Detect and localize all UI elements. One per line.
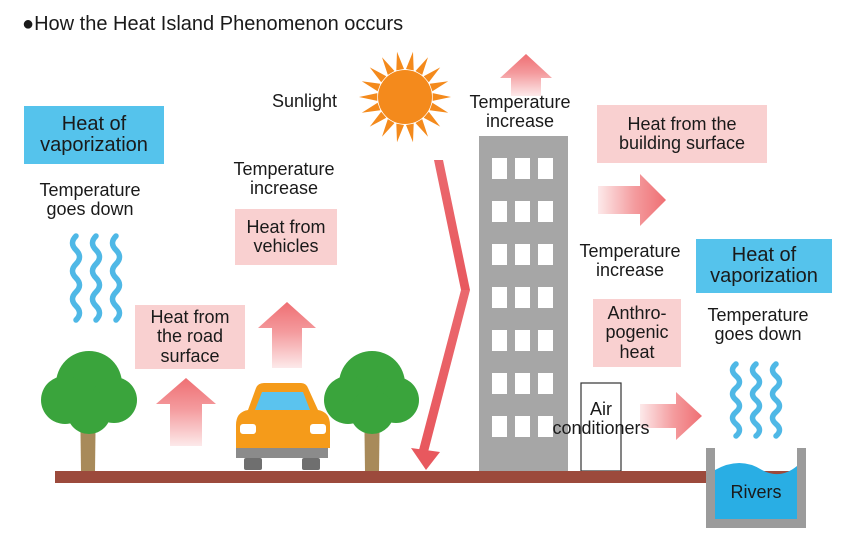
heat-of-vaporization-box-right: Heat of vaporization (696, 239, 832, 293)
tree-right (324, 351, 419, 472)
building-window (492, 373, 507, 394)
steam-left-icon (69, 233, 123, 323)
building-window (538, 158, 553, 179)
heat-arrow-building-surface (598, 174, 666, 226)
sun-rays (359, 51, 451, 143)
heat-arrow-building-top (500, 54, 552, 96)
ground (55, 471, 792, 483)
building-window (538, 373, 553, 394)
building-window (492, 158, 507, 179)
heat-from-road-surface-box: Heat from the road surface (135, 305, 245, 369)
building-window (515, 287, 530, 308)
heat-from-building-surface-box: Heat from the building surface (597, 105, 767, 163)
building-window (515, 158, 530, 179)
rivers-label: Rivers (730, 482, 782, 502)
building-window (538, 416, 553, 437)
building-window (515, 201, 530, 222)
heat-arrow-road (156, 378, 216, 446)
building-window (492, 201, 507, 222)
steam-right-icon (729, 361, 783, 439)
building-window (515, 244, 530, 265)
temperature-increase-label-left: Temperature increase (233, 159, 335, 199)
building-window (538, 201, 553, 222)
temperature-goes-down-label-left: Temperature goes down (39, 180, 141, 220)
building-window (538, 287, 553, 308)
building-window (492, 330, 507, 351)
building-window (538, 330, 553, 351)
page-title: ●How the Heat Island Phenomenon occurs (22, 13, 404, 35)
building-window (515, 373, 530, 394)
car-icon (236, 383, 330, 470)
building-window (538, 244, 553, 265)
tree-left (41, 351, 137, 472)
building-window (515, 416, 530, 437)
temperature-increase-label-right: Temperature increase (579, 241, 681, 281)
river-icon (706, 448, 806, 528)
heat-from-vehicles-box: Heat from vehicles (235, 209, 337, 265)
heat-arrow-vehicles (258, 302, 316, 368)
sun-icon (359, 51, 451, 143)
heat-of-vaporization-box-left: Heat of vaporization (24, 106, 164, 164)
air-conditioner-unit (580, 382, 622, 472)
sunlight-arrows (411, 160, 470, 470)
building-window (492, 287, 507, 308)
building-window (515, 330, 530, 351)
air-conditioners-label: Air conditioners (552, 399, 650, 439)
building (479, 136, 568, 471)
building-window (492, 416, 507, 437)
sunlight-label: Sunlight (272, 91, 338, 111)
temperature-goes-down-label-right: Temperature goes down (707, 305, 809, 345)
heat-arrow-air-conditioners (640, 392, 702, 440)
building-window (492, 244, 507, 265)
anthropogenic-heat-box: Anthro- pogenic heat (593, 299, 681, 367)
temperature-increase-label-top: Temperature increase (469, 92, 571, 132)
